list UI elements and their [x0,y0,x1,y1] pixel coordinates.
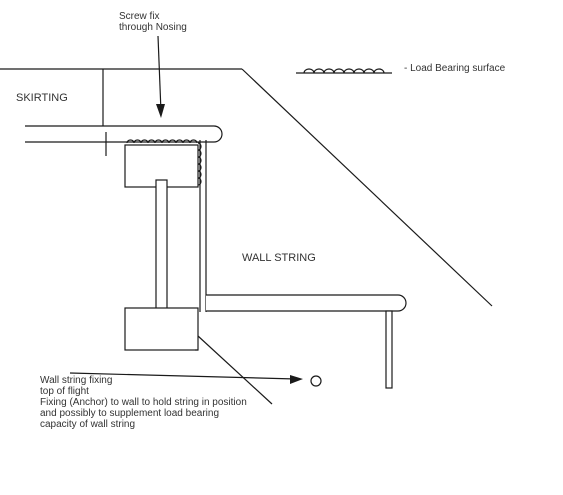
wall-string-label: WALL STRING [242,252,316,264]
load-bearing-legend: - Load Bearing surface [296,63,506,74]
lower-tread-nosing [206,294,407,312]
lower-block [124,307,199,351]
anchor-note-line1: Wall string fixing [40,375,112,386]
anchor-circle-icon [310,375,322,387]
vertical-post [155,179,168,315]
wall-string-top-edge [241,68,493,307]
anchor-note-line3: Fixing (Anchor) to wall to hold string i… [40,397,247,408]
screw-fix-label-line2: through Nosing [119,22,187,33]
anchor-note-line4: and possibly to supplement load bearing [40,408,219,419]
legend-scallop-symbol [303,68,385,74]
anchor-note-line2: top of flight [40,386,89,397]
anchor-arrowhead [290,375,303,384]
lower-leg-post [385,310,393,389]
anchor-arrow-line [69,372,297,380]
upper-tread-nosing [25,125,223,143]
upper-load-bearing-scallops [126,139,198,144]
screw-fix-arrow-line [157,35,162,113]
skirting-label: SKIRTING [16,92,68,104]
anchor-note-line5: capacity of wall string [40,419,135,430]
screw-fix-label-line1: Screw fix [119,11,160,22]
screw-fix-arrowhead [156,104,165,118]
lower-diagonal-line [197,335,273,405]
load-bearing-label: - Load Bearing surface [404,63,506,74]
